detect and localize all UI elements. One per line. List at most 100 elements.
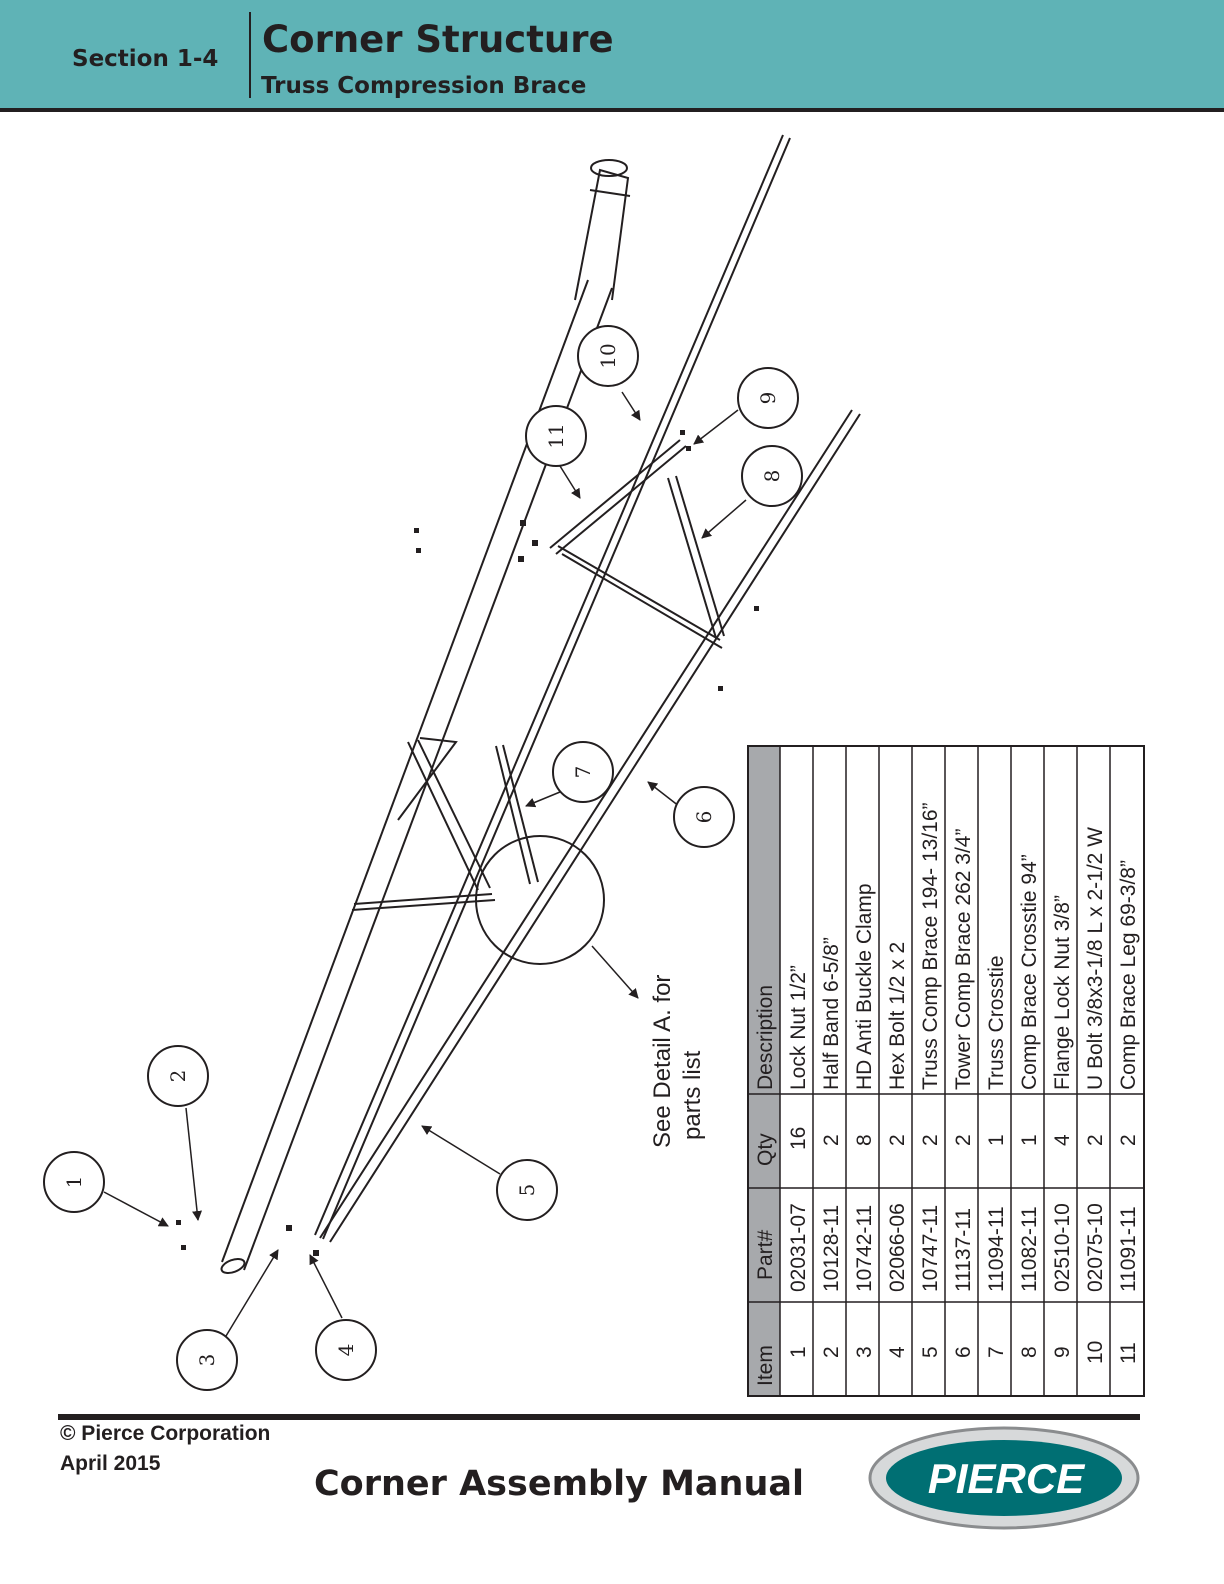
page-subtitle: Truss Compression Brace xyxy=(261,73,587,99)
svg-text:7: 7 xyxy=(571,766,595,779)
table-row: 5 10747-11 2 Truss Comp Brace 194- 13/16” xyxy=(919,802,942,1358)
svg-text:7: 7 xyxy=(985,1346,1008,1358)
manual-title: Corner Assembly Manual xyxy=(314,1464,804,1504)
table-row: 11 11091-11 2 Comp Brace Leg 69-3/8” xyxy=(1117,860,1140,1364)
svg-text:U Bolt 3/8x3-1/8 L x 2-1/2 W: U Bolt 3/8x3-1/8 L x 2-1/2 W xyxy=(1084,827,1107,1090)
svg-text:02066-06: 02066-06 xyxy=(886,1203,909,1292)
callout-8: 8 xyxy=(741,445,803,507)
svg-text:2: 2 xyxy=(1084,1134,1107,1146)
svg-text:Comp Brace Leg 69-3/8”: Comp Brace Leg 69-3/8” xyxy=(1117,860,1140,1090)
svg-text:2: 2 xyxy=(820,1346,843,1358)
footer-rule xyxy=(58,1414,1140,1420)
parts-table: Item Part# Qty Description 102031-0716Lo… xyxy=(747,745,1145,1397)
table-row: 8 11082-11 1 Comp Brace Crosstie 94” xyxy=(1018,854,1041,1358)
table-row: 10 02075-10 2 U Bolt 3/8x3-1/8 L x 2-1/2 W xyxy=(1084,827,1107,1364)
svg-text:9: 9 xyxy=(756,392,780,405)
pierce-logo: PIERCE xyxy=(868,1426,1140,1530)
assembly-drawing: 1 2 3 4 5 6 7 8 xyxy=(43,134,1145,1397)
svg-text:Tower Comp Brace 262 3/4”: Tower Comp Brace 262 3/4” xyxy=(952,829,975,1090)
callout-1: 1 xyxy=(43,1151,105,1213)
svg-text:3: 3 xyxy=(195,1354,219,1367)
svg-text:10: 10 xyxy=(1084,1341,1107,1364)
svg-text:8: 8 xyxy=(853,1134,876,1146)
svg-text:Truss Crosstie: Truss Crosstie xyxy=(985,955,1008,1090)
callout-5: 5 xyxy=(496,1159,558,1221)
svg-text:16: 16 xyxy=(787,1127,810,1150)
svg-text:11: 11 xyxy=(544,423,568,448)
svg-text:Half Band 6-5/8”: Half Band 6-5/8” xyxy=(820,937,843,1090)
hardware-marks xyxy=(176,430,759,1256)
svg-text:3: 3 xyxy=(853,1346,876,1358)
svg-text:5: 5 xyxy=(919,1346,942,1358)
svg-text:02031-07: 02031-07 xyxy=(787,1203,810,1292)
svg-text:11137-11: 11137-11 xyxy=(952,1208,975,1292)
callouts: 1 2 3 4 5 6 7 8 xyxy=(43,325,803,1391)
header-qty: Qty xyxy=(754,1133,777,1166)
table-header-row xyxy=(748,746,780,1396)
svg-text:10128-11: 10128-11 xyxy=(820,1205,843,1292)
callout-7: 7 xyxy=(552,741,614,803)
svg-text:1: 1 xyxy=(985,1134,1008,1146)
svg-text:8: 8 xyxy=(760,470,784,483)
leader-arrows xyxy=(103,391,747,1337)
svg-text:1: 1 xyxy=(787,1346,810,1358)
svg-text:5: 5 xyxy=(515,1184,539,1197)
truss-comp-brace-left xyxy=(319,409,853,1239)
svg-text:11082-11: 11082-11 xyxy=(1018,1206,1041,1292)
svg-text:HD Anti Buckle Clamp: HD Anti Buckle Clamp xyxy=(853,883,876,1090)
svg-text:1: 1 xyxy=(1018,1134,1041,1146)
svg-text:8: 8 xyxy=(1018,1346,1041,1358)
header-band xyxy=(0,0,1224,108)
svg-text:9: 9 xyxy=(1051,1346,1074,1358)
copyright: © Pierce Corporation xyxy=(60,1422,271,1445)
callout-2: 2 xyxy=(147,1045,209,1107)
callout-9: 9 xyxy=(737,367,799,429)
detail-note-line2: parts list xyxy=(679,1050,706,1140)
svg-text:2: 2 xyxy=(919,1134,942,1146)
header-item: Item xyxy=(754,1345,777,1386)
callout-3: 3 xyxy=(176,1329,238,1391)
svg-text:2: 2 xyxy=(952,1134,975,1146)
svg-text:02075-10: 02075-10 xyxy=(1084,1203,1107,1292)
svg-text:Lock Nut 1/2”: Lock Nut 1/2” xyxy=(787,965,810,1090)
svg-text:4: 4 xyxy=(1051,1134,1074,1146)
svg-text:4: 4 xyxy=(334,1344,358,1357)
detail-note-line1: See Detail A. for xyxy=(649,975,676,1148)
logo-wordmark: PIERCE xyxy=(928,1455,1086,1502)
svg-text:Flange Lock Nut 3/8”: Flange Lock Nut 3/8” xyxy=(1051,895,1074,1090)
svg-text:02510-10: 02510-10 xyxy=(1051,1203,1074,1292)
svg-text:Comp Brace Crosstie 94”: Comp Brace Crosstie 94” xyxy=(1018,854,1041,1090)
header-rule xyxy=(0,108,1224,112)
coupler-flange xyxy=(590,159,628,177)
callout-6: 6 xyxy=(673,786,735,848)
callout-11: 11 xyxy=(525,405,587,467)
header-description: Description xyxy=(754,985,777,1090)
table-row: 6 11137-11 2 Tower Comp Brace 262 3/4” xyxy=(952,829,975,1358)
pipe-coupler xyxy=(574,168,630,301)
svg-text:11094-11: 11094-11 xyxy=(985,1206,1008,1292)
svg-text:Truss Comp Brace 194- 13/16”: Truss Comp Brace 194- 13/16” xyxy=(919,802,942,1090)
table-row: 4 02066-06 2 Hex Bolt 1/2 x 2 xyxy=(886,942,909,1358)
svg-text:6: 6 xyxy=(952,1346,975,1358)
svg-text:10742-11: 10742-11 xyxy=(853,1205,876,1292)
svg-text:2: 2 xyxy=(886,1134,909,1146)
table-row: 3 10742-11 8 HD Anti Buckle Clamp xyxy=(853,883,876,1358)
table-row: 9 02510-10 4 Flange Lock Nut 3/8” xyxy=(1051,895,1074,1358)
header-part: Part# xyxy=(754,1229,777,1280)
detail-note: See Detail A. for parts list xyxy=(649,975,706,1148)
svg-text:10: 10 xyxy=(596,343,620,368)
svg-text:11: 11 xyxy=(1117,1342,1140,1364)
publish-date: April 2015 xyxy=(60,1452,161,1475)
callout-10: 10 xyxy=(577,325,639,387)
svg-text:6: 6 xyxy=(692,811,716,824)
header-divider xyxy=(249,12,251,98)
callout-4: 4 xyxy=(315,1319,377,1381)
svg-text:4: 4 xyxy=(886,1346,909,1358)
svg-text:10747-11: 10747-11 xyxy=(919,1205,942,1292)
svg-text:11091-11: 11091-11 xyxy=(1117,1206,1140,1292)
table-row: 7 11094-11 1 Truss Crosstie xyxy=(985,955,1008,1358)
pipe-end xyxy=(220,1258,246,1274)
svg-text:Hex Bolt 1/2 x 2: Hex Bolt 1/2 x 2 xyxy=(886,942,909,1090)
svg-text:2: 2 xyxy=(1117,1134,1140,1146)
